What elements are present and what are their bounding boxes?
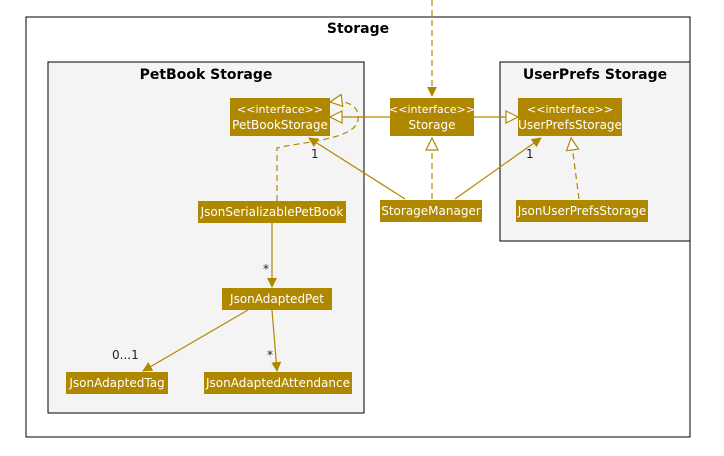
node-userprefsstorage[interactable]: <<interface>> UserPrefsStorage (518, 98, 622, 136)
node-jsonadaptedattendance-name: JsonAdaptedAttendance (205, 376, 350, 390)
manager-to-petbookstorage-edge (308, 137, 406, 200)
node-jsonadaptedtag-name: JsonAdaptedTag (68, 376, 164, 390)
storage-package-title: Storage (327, 21, 389, 37)
node-storage-stereotype: <<interface>> (389, 103, 475, 116)
node-petbookstorage[interactable]: <<interface>> PetBookStorage (230, 98, 330, 136)
node-petbookstorage-name: PetBookStorage (232, 118, 328, 132)
pet-to-attendance-edge (271, 309, 282, 372)
multiplicity-manager-petbook: 1 (311, 147, 319, 161)
userprefs-package-title: UserPrefs Storage (523, 67, 667, 83)
node-userprefsstorage-name: UserPrefsStorage (518, 118, 622, 132)
node-jsonadaptedpet[interactable]: JsonAdaptedPet (222, 288, 332, 310)
multiplicity-serializable-pet: * (263, 262, 269, 276)
node-storage[interactable]: <<interface>> Storage (389, 98, 475, 136)
jsonuserprefs-implements-userprefsstorage-edge (571, 138, 580, 200)
node-storagemanager-name: StorageManager (381, 204, 481, 218)
node-jsonadaptedtag[interactable]: JsonAdaptedTag (66, 372, 168, 394)
node-jsonuserprefsstorage[interactable]: JsonUserPrefsStorage (516, 200, 648, 222)
node-storagemanager[interactable]: StorageManager (380, 200, 482, 222)
manager-to-userprefsstorage-edge (454, 137, 542, 200)
node-jsonadaptedattendance[interactable]: JsonAdaptedAttendance (204, 372, 352, 394)
node-storage-name: Storage (409, 118, 456, 132)
pet-to-tag-edge (142, 309, 249, 372)
node-petbookstorage-stereotype: <<interface>> (237, 103, 323, 116)
multiplicity-pet-tag: 0...1 (112, 348, 139, 362)
node-jsonuserprefsstorage-name: JsonUserPrefsStorage (517, 204, 647, 218)
node-jsonadaptedpet-name: JsonAdaptedPet (229, 292, 324, 306)
node-jsonserializablepetbook-name: JsonSerializablePetBook (200, 205, 344, 219)
node-userprefsstorage-stereotype: <<interface>> (527, 103, 613, 116)
multiplicity-pet-attendance: * (267, 348, 273, 362)
node-jsonserializablepetbook[interactable]: JsonSerializablePetBook (198, 201, 346, 223)
petbook-package-title: PetBook Storage (140, 67, 273, 83)
multiplicity-manager-userprefs: 1 (526, 147, 534, 161)
